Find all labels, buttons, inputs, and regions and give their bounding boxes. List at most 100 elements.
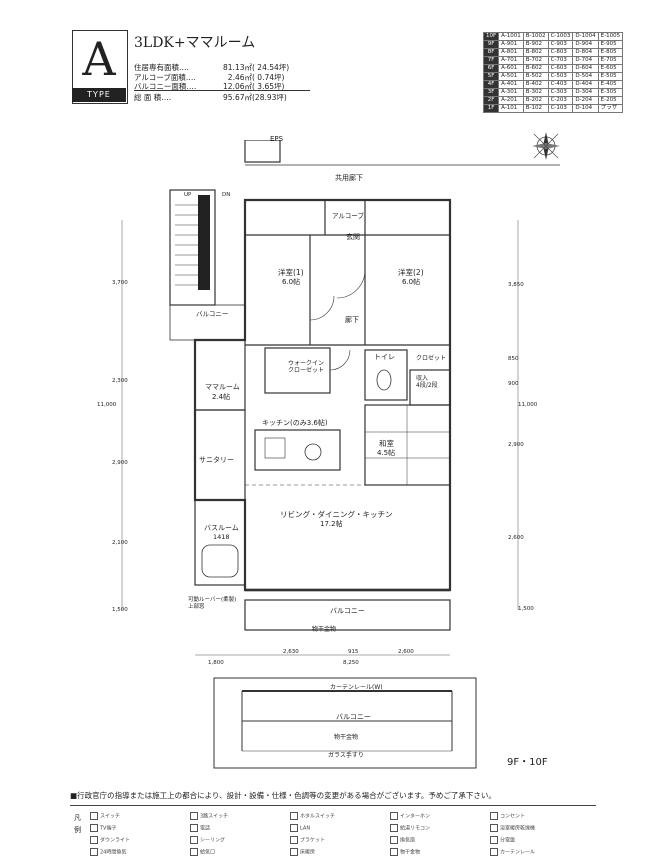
balcony-detail-label: バルコニー [336,713,371,721]
legend-symbol-icon [190,824,198,832]
unit-cell: D-904 [572,40,599,49]
dim-left: 2,900 [112,460,128,466]
spec-row-total: 総 面 積‥‥95.67㎡(28.93坪) [134,93,287,102]
storage-label: 収入 4段/2段 [416,375,438,389]
outdoor-unit-label: 物干金物 [312,626,337,633]
unit-cell: A-301 [498,88,524,97]
stair-dn-label: DN [222,192,231,198]
floor-plan [121,140,560,656]
dim-bottom: 915 [348,649,359,655]
unit-cell: C-803 [547,48,574,57]
dim-bottom: 2,600 [398,649,414,655]
unit-cell: B-902 [522,40,549,49]
legend-symbol-icon [190,812,198,820]
type-label: TYPE [72,88,126,102]
dim-left: 3,700 [112,280,128,286]
curtain-rail-label: カーテンレール(W) [330,684,383,691]
unit-cell: C-303 [547,88,574,97]
legend-item: 床暖房 [290,848,315,856]
balcony-label: バルコニー [330,607,365,615]
alcove-label: アルコーブ [332,212,364,220]
floor-cell: 5F [482,72,500,81]
spec-row: アルコーブ面積‥‥2.46㎡( 0.74坪) [134,73,285,82]
kitchen-label: キッチン(のみ3.6帖) [262,419,328,427]
sanitary-label: サニタリー [199,456,234,464]
legend-item: ホタルスイッチ [290,812,335,820]
dim-right: 2,900 [508,442,524,448]
legend-symbol-icon [90,812,98,820]
walkin-label: ウォークイン クローゼット [288,360,325,374]
eps-label: EPS [270,135,284,143]
unit-cell: B-702 [522,56,549,65]
legend-item: 電話 [190,824,210,832]
spec-row: 住居専有面積‥‥81.13㎡( 24.54坪) [134,63,290,72]
unit-cell: E-305 [597,88,624,97]
unit-cell: A-201 [498,96,524,105]
spec-row: バルコニー面積‥‥12.06㎡( 3.65坪) [134,82,285,91]
bath-note: 可動ルーバー(柔製) 上部窓 [188,597,237,610]
mama-room-size: 2.4帖 [212,393,231,401]
unit-cell: D-404 [572,80,599,89]
unit-cell: E-205 [597,96,624,105]
unit-cell: B-202 [522,96,549,105]
legend-symbol-icon [90,848,98,856]
legend-item: LAN [290,824,310,832]
unit-cell: A-701 [498,56,524,65]
unit-cell: C-103 [547,104,574,113]
floor-tag: 9F・10F [507,757,548,768]
dim-left: 11,000 [97,402,117,408]
dim-bottom: 8,250 [343,660,359,666]
ldk-label: リビング・ダイニング・キッチン [280,510,393,519]
unit-cell: B-602 [522,64,549,73]
type-box [72,30,128,104]
western1-label: 洋室(1) [278,268,304,277]
floor-cell: 6F [482,64,500,73]
unit-cell: プラザ [597,104,624,113]
unit-cell: D-304 [572,88,599,97]
balcony-detail [213,677,477,769]
legend-symbol-icon [90,824,98,832]
eps-box [244,140,281,163]
legend-area [70,805,596,861]
dim-right: 2,600 [508,535,524,541]
western2-label: 洋室(2) [398,268,424,277]
floor-cell: 10F [482,32,500,41]
unit-cell: A-1001 [498,32,524,41]
floor-cell: 4F [482,80,500,89]
unit-cell: C-903 [547,40,574,49]
legend-symbol-icon [290,824,298,832]
legend-item: インターホン [390,812,430,820]
dim-right: 1,500 [518,606,534,612]
legend-item: 分電盤 [490,836,515,844]
legend-symbol-icon [290,836,298,844]
legend-item: 3路スイッチ [190,812,228,820]
unit-cell: A-101 [498,104,524,113]
unit-cell: A-601 [498,64,524,73]
unit-cell: C-1003 [547,32,574,41]
legend-item: TV端子 [90,824,116,832]
japanese-size: 4.5帖 [377,449,396,457]
floor-cell: 7F [482,56,500,65]
plan-name: 3LDK+ママルーム [134,35,256,51]
unit-cell: A-801 [498,48,524,57]
legend-symbol-icon [290,812,298,820]
western1-size: 6.0帖 [282,278,301,286]
hall-label: 廊下 [345,316,359,324]
unit-cell: A-401 [498,80,524,89]
legend-symbol-icon [390,824,398,832]
unit-cell: B-1002 [522,32,549,41]
unit-cell: C-203 [547,96,574,105]
unit-cell: A-501 [498,72,524,81]
unit-cell: E-605 [597,64,624,73]
ldk-size: 17.2帖 [320,520,343,528]
legend-symbol-icon [90,836,98,844]
dim-left: 1,500 [112,607,128,613]
unit-cell: D-604 [572,64,599,73]
dim-right: 850 [508,356,519,362]
